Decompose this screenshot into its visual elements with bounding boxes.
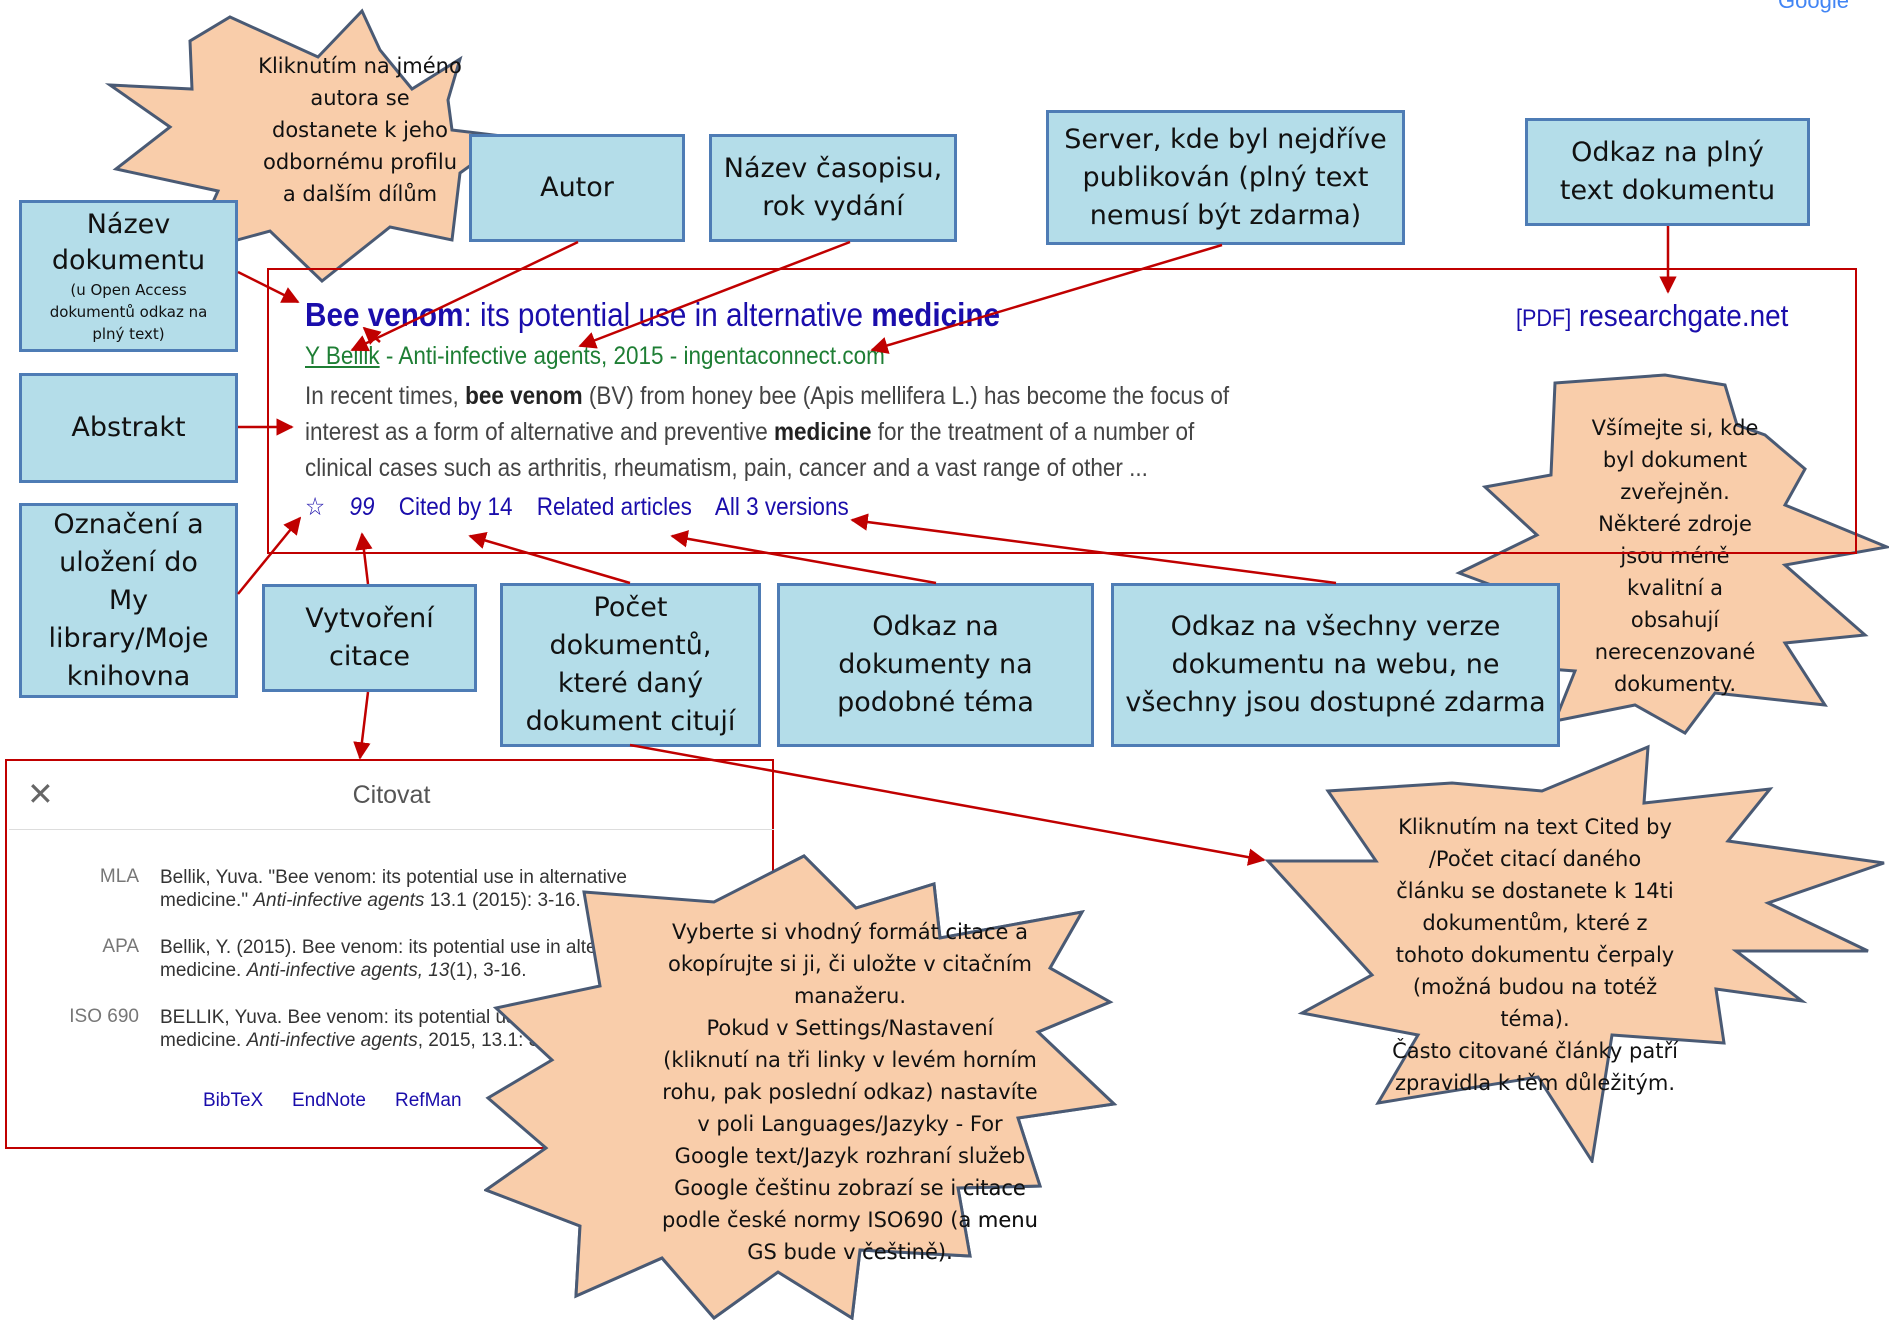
label-podobne-tema: Odkaz na dokumenty na podobné téma: [777, 583, 1094, 747]
related-articles-link[interactable]: Related articles: [536, 493, 692, 521]
citation-mla[interactable]: Bellik, Yuva. "Bee venom: its potential …: [160, 867, 627, 911]
format-label-iso690: ISO 690: [69, 1006, 139, 1027]
star-shape-zverejnen: [1455, 373, 1889, 735]
label-plny-text: Odkaz na plný text dokumentu: [1525, 118, 1810, 226]
result-snippet: In recent times, bee venom (BV) from hon…: [305, 382, 1230, 482]
save-star-icon[interactable]: ☆: [305, 493, 326, 521]
star-shape-cited-by: [1264, 744, 1885, 1163]
result-actions: ☆ 99 Cited by 14 Related articles All 3 …: [305, 492, 867, 522]
star-text-zverejnen: Všímejte si, kde byl dokument zveřejněn.…: [1591, 416, 1759, 696]
label-oznaceni: Označení a uložení do My library/Moje kn…: [19, 503, 238, 698]
cited-by-link[interactable]: Cited by 14: [398, 493, 513, 521]
cite-dialog-header: ✕ Citovat: [9, 763, 774, 830]
label-nazev-dokumentu: Název dokumentu (u Open Access dokumentů…: [19, 200, 238, 352]
pdf-link[interactable]: [PDF] researchgate.net: [1516, 298, 1789, 333]
label-server: Server, kde byl nejdříve publikován (pln…: [1046, 110, 1405, 245]
export-bibtex-link[interactable]: BibTeX: [203, 1090, 264, 1111]
label-autor: Autor: [469, 134, 685, 242]
result-author-line: Y Bellik - Anti-infective agents, 2015 -…: [305, 342, 885, 370]
label-abstrakt: Abstrakt: [19, 373, 238, 483]
export-refman-link[interactable]: RefMan: [395, 1090, 462, 1111]
format-label-mla: MLA: [99, 866, 139, 887]
cite-quote-icon[interactable]: 99: [349, 493, 375, 521]
export-endnote-link[interactable]: EndNote: [292, 1090, 366, 1111]
star-text-cited-by: Kliknutím na text Cited by /Počet citací…: [1392, 815, 1678, 1095]
label-pocet-dokumentu: Počet dokumentů, které daný dokument cit…: [500, 583, 761, 747]
citation-apa[interactable]: Bellik, Y. (2015). Bee venom: its potent…: [160, 937, 644, 981]
label-vytvoreni-citace: Vytvoření citace: [262, 584, 477, 692]
citation-iso690[interactable]: BELLIK, Yuva. Bee venom: its potential u…: [160, 1007, 557, 1051]
close-icon[interactable]: ✕: [27, 776, 54, 812]
star-shape-format-overlay: [484, 854, 1118, 1320]
label-vsechny-verze: Odkaz na všechny verze dokumentu na webu…: [1111, 583, 1560, 747]
format-label-apa: APA: [102, 936, 139, 957]
cite-dialog-title: Citovat: [352, 781, 431, 809]
all-versions-link[interactable]: All 3 versions: [714, 493, 849, 521]
search-result-frame: [267, 268, 1857, 554]
google-logo: Google: [1778, 0, 1849, 13]
star-text-autor-profil: Kliknutím na jméno autora se dostanete k…: [258, 54, 462, 206]
star-text-format-overlay: Vyberte si vhodný formát citace a okopír…: [662, 920, 1038, 1264]
label-nazev-casopisu: Název časopisu, rok vydání: [709, 134, 957, 242]
